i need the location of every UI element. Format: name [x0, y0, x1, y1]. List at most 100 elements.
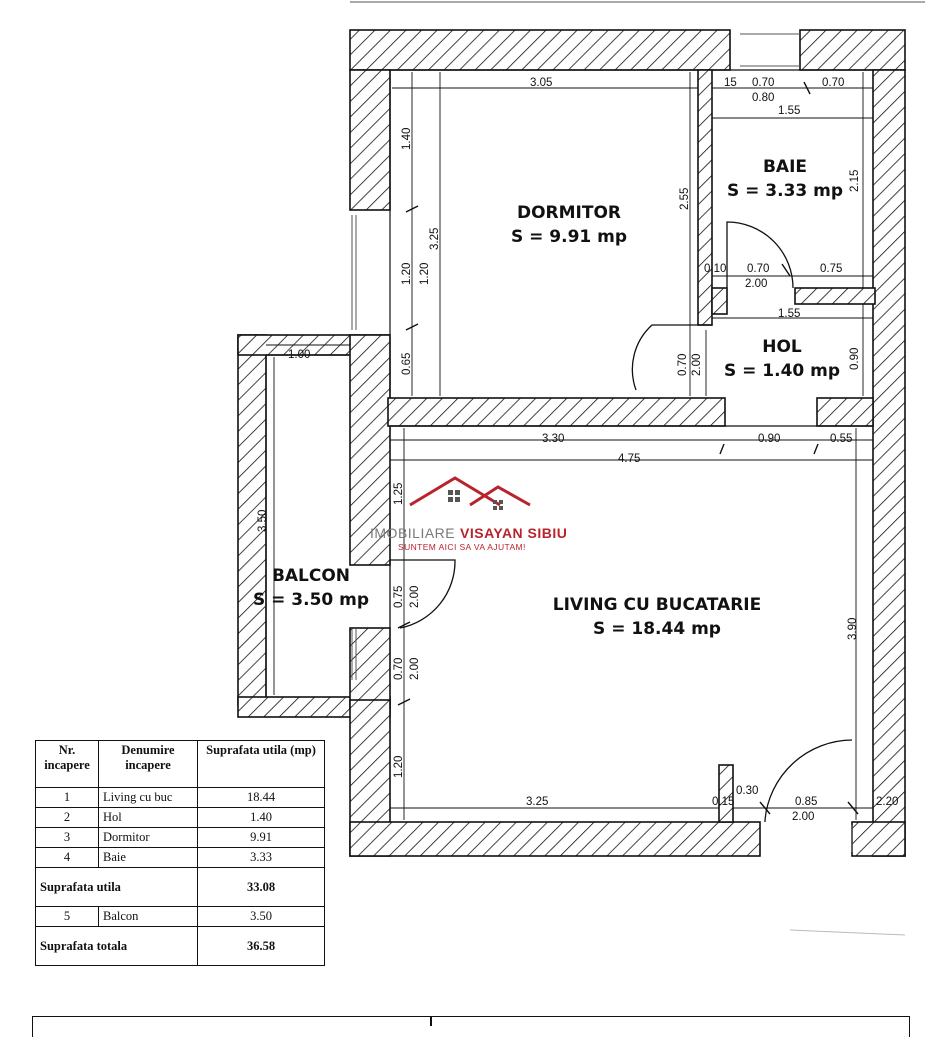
watermark-brand-b: VISAYAN SIBIU: [460, 525, 567, 541]
walls: [237, 29, 906, 857]
dimension-ticks: [397, 81, 859, 815]
subtotal-value: 33.08: [197, 867, 325, 907]
dim-label: 0.75: [393, 586, 405, 608]
dim-label: 3.25: [429, 228, 441, 250]
dim-label: 0.75: [820, 263, 842, 275]
dim-label: 0.15: [712, 796, 734, 808]
room-labels: DORMITOR S = 9.91 mp BAIE S = 3.33 mp HO…: [253, 157, 843, 639]
table-row: 1 Living cu buc 18.44: [35, 787, 325, 808]
dim-label: 2.00: [409, 586, 421, 608]
total-label: Suprafata totala: [35, 926, 198, 966]
dim-label: 3.90: [847, 618, 859, 640]
watermark-logo: IMOBILIARE VISAYAN SIBIU SUNTEM AICI SA …: [370, 476, 567, 552]
cell-nr: 3: [35, 827, 99, 848]
balcon-door[interactable]: [389, 559, 456, 629]
room-name-living: LIVING CU BUCATARIE: [553, 595, 761, 615]
header-nr: Nr. incapere: [35, 740, 99, 788]
dim-label: 2.20: [876, 796, 898, 808]
dim-label: 1.00: [288, 349, 310, 361]
room-area-living: S = 18.44 mp: [593, 619, 721, 639]
dim-label: 2.00: [745, 278, 767, 290]
cell-nr: 2: [35, 807, 99, 828]
cell-area: 1.40: [197, 807, 325, 828]
dim-label: 0.70: [393, 658, 405, 680]
cell-name: Baie: [98, 847, 198, 868]
entrance-door[interactable]: [764, 739, 853, 822]
room-area-hol: S = 1.40 mp: [724, 361, 840, 381]
dim-label: 1.25: [393, 483, 405, 505]
dim-label: 0.70: [822, 77, 844, 89]
cell-name: Dormitor: [98, 827, 198, 848]
dim-label: 0.70: [677, 354, 689, 376]
cell-name: Hol: [98, 807, 198, 828]
cell-area: 3.50: [197, 906, 325, 927]
watermark-brand-a: IMOBILIARE: [370, 525, 455, 541]
cell-area: 18.44: [197, 787, 325, 808]
dim-label: 0.70: [747, 263, 769, 275]
dim-label: 2.00: [792, 811, 814, 823]
dim-label: 1.20: [419, 263, 431, 285]
dim-label: 0.10: [704, 263, 726, 275]
baie-door[interactable]: [726, 221, 794, 289]
cell-name: Balcon: [98, 906, 198, 927]
cell-area: 9.91: [197, 827, 325, 848]
dim-label: 0.90: [758, 433, 780, 445]
total-value: 36.58: [197, 926, 325, 966]
title-block-divider: [430, 1016, 432, 1026]
cell-area: 3.33: [197, 847, 325, 868]
dim-label: 1.20: [401, 263, 413, 285]
dim-label: 2.55: [679, 188, 691, 210]
subtotal-label: Suprafata utila: [35, 867, 198, 907]
title-block-frame: [32, 1016, 910, 1037]
cell-nr: 5: [35, 906, 99, 927]
dim-label: 2.00: [691, 354, 703, 376]
header-area: Suprafata utila (mp): [197, 740, 325, 788]
dim-label: 0.70: [752, 77, 774, 89]
dormitor-door[interactable]: [631, 324, 712, 391]
room-name-hol: HOL: [762, 337, 802, 357]
room-name-baie: BAIE: [763, 157, 807, 177]
dim-label: 1.55: [778, 105, 800, 117]
area-table: Nr. incapere Denumire incapere Suprafata…: [35, 740, 325, 966]
dim-label: 3.05: [530, 77, 552, 89]
dimension-labels: 3.05 15 0.70 0.80 0.70 1.55 1.40 3.25 1.…: [257, 77, 898, 823]
dim-label: 1.20: [393, 756, 405, 778]
dim-label: 3.50: [257, 510, 269, 532]
subtotal-row: Suprafata utila 33.08: [35, 867, 325, 907]
table-header-row: Nr. incapere Denumire incapere Suprafata…: [35, 740, 325, 788]
cell-name: Living cu buc: [98, 787, 198, 808]
cell-nr: 1: [35, 787, 99, 808]
dim-label: 3.25: [526, 796, 548, 808]
dim-label: 0.90: [849, 348, 861, 370]
table-row: 5 Balcon 3.50: [35, 906, 325, 927]
total-row: Suprafata totala 36.58: [35, 926, 325, 966]
room-area-baie: S = 3.33 mp: [727, 181, 843, 201]
wall-faces: [265, 69, 873, 697]
windows: [351, 33, 853, 852]
dimension-lines: [266, 72, 873, 820]
dim-label: 0.85: [795, 796, 817, 808]
dim-label: 15: [724, 77, 737, 89]
dim-label: 0.80: [752, 92, 774, 104]
dim-label: 2.00: [409, 658, 421, 680]
dim-label: 1.55: [778, 308, 800, 320]
dim-label: 1.40: [401, 128, 413, 150]
dim-label: 4.75: [618, 453, 640, 465]
table-row: 3 Dormitor 9.91: [35, 827, 325, 848]
house-logo-icon: [409, 476, 531, 510]
room-area-balcon: S = 3.50 mp: [253, 590, 369, 610]
dim-label: 0.55: [830, 433, 852, 445]
dim-label: 2.15: [849, 170, 861, 192]
cell-nr: 4: [35, 847, 99, 868]
room-area-dormitor: S = 9.91 mp: [511, 227, 627, 247]
header-name: Denumire incapere: [98, 740, 198, 788]
table-row: 4 Baie 3.33: [35, 847, 325, 868]
room-name-dormitor: DORMITOR: [517, 203, 621, 223]
table-row: 2 Hol 1.40: [35, 807, 325, 828]
room-name-balcon: BALCON: [272, 566, 350, 586]
watermark-tagline: SUNTEM AICI SA VA AJUTAM!: [398, 542, 526, 552]
dim-label: 0.65: [401, 353, 413, 375]
dim-label: 0.30: [736, 785, 758, 797]
dim-label: 3.30: [542, 433, 564, 445]
